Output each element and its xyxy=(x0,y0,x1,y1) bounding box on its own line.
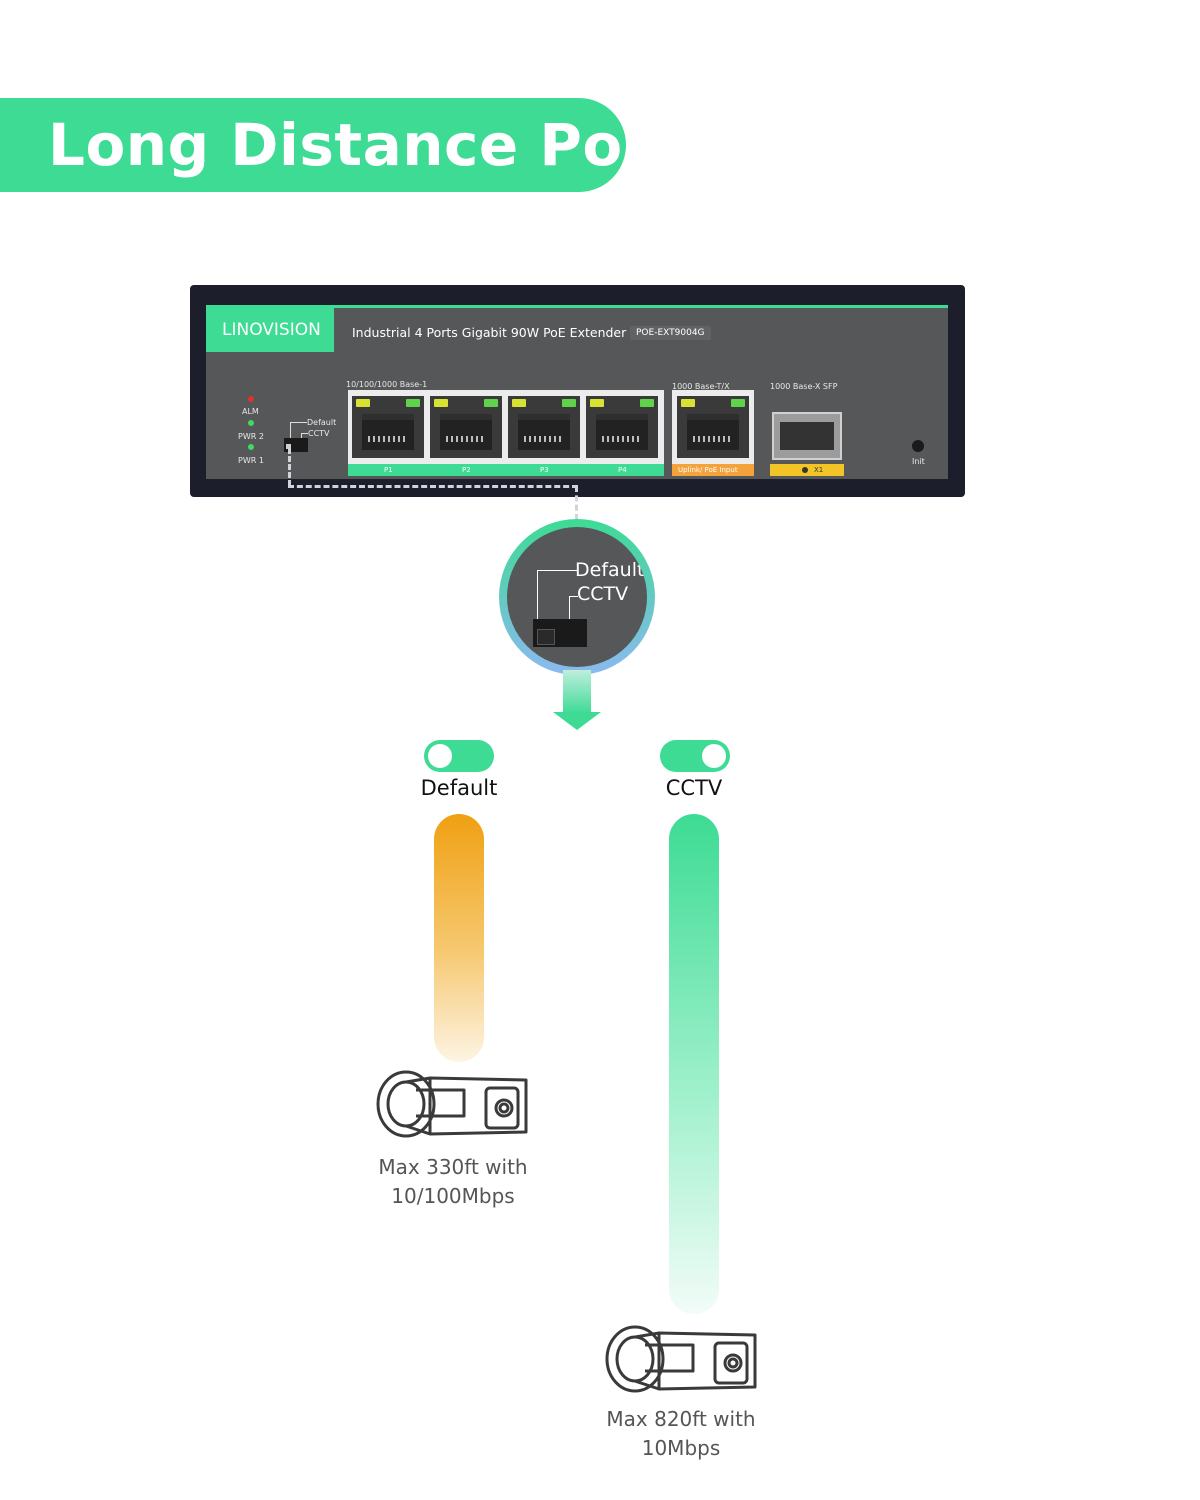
switch-cctv-label: CCTV xyxy=(308,429,330,438)
link-led-icon xyxy=(590,399,604,407)
rj45-jack-icon xyxy=(440,414,492,450)
default-label: Default xyxy=(420,776,498,800)
uplink-label-strip: Uplink/ PoE Input xyxy=(672,464,754,476)
pins-icon xyxy=(368,436,408,442)
pwr1-led-icon xyxy=(248,444,254,450)
port-p2[interactable] xyxy=(430,396,502,458)
default-caption-line1: Max 330ft with xyxy=(378,1155,528,1179)
act-led-icon xyxy=(731,399,745,407)
port-label-p4: P4 xyxy=(618,466,627,474)
rj45-jack-icon xyxy=(362,414,414,450)
alm-led-icon xyxy=(248,396,254,402)
uplink-label: Uplink/ PoE Input xyxy=(678,466,738,474)
switch-bracket-inner xyxy=(301,433,308,440)
pwr1-label: PWR 1 xyxy=(238,456,264,465)
act-led-icon xyxy=(640,399,654,407)
link-led-icon xyxy=(512,399,526,407)
default-caption: Max 330ft with 10/100Mbps xyxy=(353,1153,553,1211)
brand-tab: LINOVISION xyxy=(206,308,334,352)
port-label-p3: P3 xyxy=(540,466,549,474)
switch-zoom-inner: Default CCTV xyxy=(507,527,647,667)
sfp-cage-icon xyxy=(780,422,834,450)
init-label: Init xyxy=(912,457,925,466)
rj45-jack-icon xyxy=(518,414,570,450)
title-banner: Long Distance PoE xyxy=(0,98,662,192)
toggle-knob xyxy=(702,744,726,768)
default-distance-bar xyxy=(434,814,484,1062)
act-led-icon xyxy=(562,399,576,407)
cctv-caption: Max 820ft with 10Mbps xyxy=(581,1405,781,1463)
sfp-label: X1 xyxy=(814,466,824,474)
init-button[interactable] xyxy=(912,440,924,452)
zoom-bracket-inner xyxy=(569,596,578,621)
pwr2-label: PWR 2 xyxy=(238,432,264,441)
product-name: Industrial 4 Ports Gigabit 90W PoE Exten… xyxy=(352,325,627,340)
toggle-knob xyxy=(428,744,452,768)
down-arrow-icon xyxy=(563,670,591,714)
cctv-caption-line2: 10Mbps xyxy=(641,1436,721,1460)
zoom-default-label: Default xyxy=(575,559,645,581)
port-p1[interactable] xyxy=(352,396,424,458)
cctv-toggle[interactable] xyxy=(660,740,730,772)
zoom-dip-switch xyxy=(533,619,587,647)
uplink-port-group: Uplink/ PoE Input xyxy=(672,390,754,476)
port-label-strip: P1 P2 P3 P4 xyxy=(348,464,664,476)
switch-zoom-circle: Default CCTV xyxy=(499,519,655,675)
connector-dash-horizontal xyxy=(288,485,578,488)
sfp-port-group: X1 xyxy=(770,412,844,476)
down-arrow-head xyxy=(553,712,601,730)
pins-icon xyxy=(693,436,733,442)
switch-bracket xyxy=(290,422,307,439)
pins-icon xyxy=(446,436,486,442)
act-led-icon xyxy=(484,399,498,407)
act-led-icon xyxy=(406,399,420,407)
sfp-group-label: 1000 Base-X SFP xyxy=(770,382,838,391)
default-caption-line2: 10/100Mbps xyxy=(391,1184,515,1208)
rj45-jack-icon xyxy=(687,414,739,450)
pwr2-led-icon xyxy=(248,420,254,426)
connector-dash-drop xyxy=(575,486,578,520)
sfp-led-icon xyxy=(802,467,808,473)
cctv-caption-line1: Max 820ft with xyxy=(606,1407,756,1431)
link-led-icon xyxy=(681,399,695,407)
uplink-port[interactable] xyxy=(677,396,749,458)
zoom-bracket-outer xyxy=(537,570,578,621)
rj45-port-group: P1 P2 P3 P4 xyxy=(348,390,664,476)
port-p4[interactable] xyxy=(586,396,658,458)
camera-icon xyxy=(605,1325,757,1393)
pins-icon xyxy=(524,436,564,442)
rj45-jack-icon xyxy=(596,414,648,450)
camera-icon xyxy=(376,1070,528,1138)
port-label-p1: P1 xyxy=(384,466,393,474)
brand-logo: LINOVISION xyxy=(222,320,321,340)
pins-icon xyxy=(602,436,642,442)
uplink-group-label: 1000 Base-T/X xyxy=(672,382,730,391)
port-p3[interactable] xyxy=(508,396,580,458)
sfp-label-strip: X1 xyxy=(770,464,844,476)
cctv-label: CCTV xyxy=(665,776,723,800)
poe-extender-device: LINOVISION Industrial 4 Ports Gigabit 90… xyxy=(190,285,965,497)
port-group-label: 10/100/1000 Base-1 xyxy=(346,380,428,389)
page-title: Long Distance PoE xyxy=(48,111,663,179)
alm-label: ALM xyxy=(242,407,259,416)
port-label-p2: P2 xyxy=(462,466,471,474)
front-panel: LINOVISION Industrial 4 Ports Gigabit 90… xyxy=(206,305,948,479)
connector-dash-vertical xyxy=(288,448,291,486)
dip-switch-knob xyxy=(286,444,291,449)
default-toggle[interactable] xyxy=(424,740,494,772)
switch-default-label: Default xyxy=(307,418,337,427)
sfp-port[interactable] xyxy=(772,412,842,460)
zoom-cctv-label: CCTV xyxy=(577,583,629,605)
cctv-distance-bar xyxy=(669,814,719,1314)
link-led-icon xyxy=(356,399,370,407)
link-led-icon xyxy=(434,399,448,407)
model-badge: POE-EXT9004G xyxy=(630,326,711,340)
zoom-switch-knob xyxy=(537,629,555,645)
